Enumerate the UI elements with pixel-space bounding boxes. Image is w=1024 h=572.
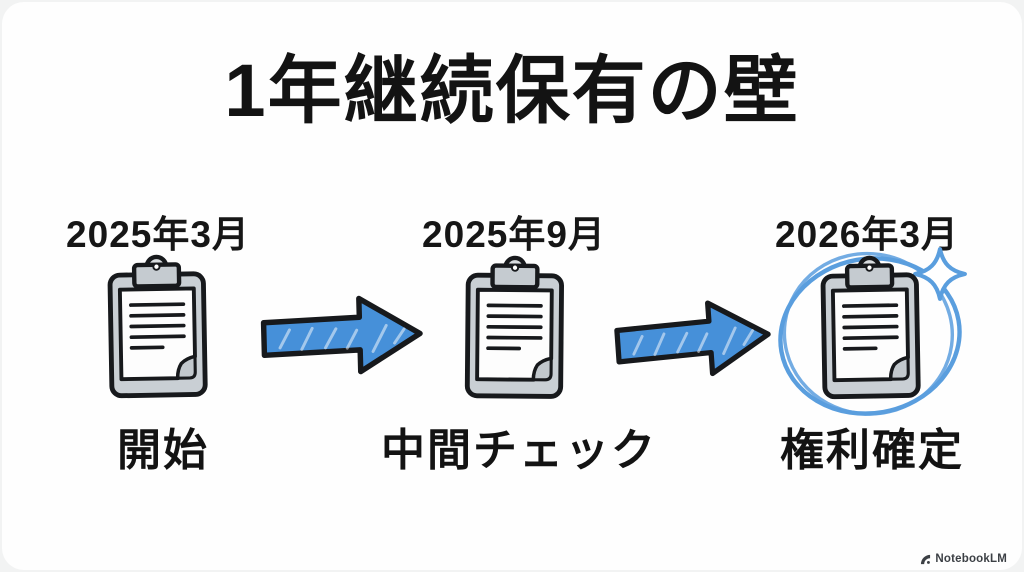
arrow-right-icon <box>260 295 423 375</box>
step-2-label: 中間チェック <box>381 426 657 475</box>
clipboard-icon <box>820 255 921 400</box>
arrow-right-icon <box>614 300 771 377</box>
watermark: NotebookLM <box>920 553 1007 565</box>
step-3-date: 2026年3月 <box>775 214 959 255</box>
notebooklm-logo-icon <box>921 554 931 564</box>
step-1-label: 開始 <box>117 426 209 475</box>
step-2-date: 2025年9月 <box>422 214 606 255</box>
step-1-date: 2025年3月 <box>66 214 250 255</box>
clipboard-icon <box>107 254 208 399</box>
watermark-label: NotebookLM <box>935 553 1007 565</box>
sparkle-icon <box>913 247 967 301</box>
clipboard-icon <box>464 255 564 399</box>
step-3-label: 権利確定 <box>780 426 964 475</box>
sketch-circle-highlight <box>778 251 962 416</box>
page-title: 1年継続保有の壁 <box>224 49 800 132</box>
